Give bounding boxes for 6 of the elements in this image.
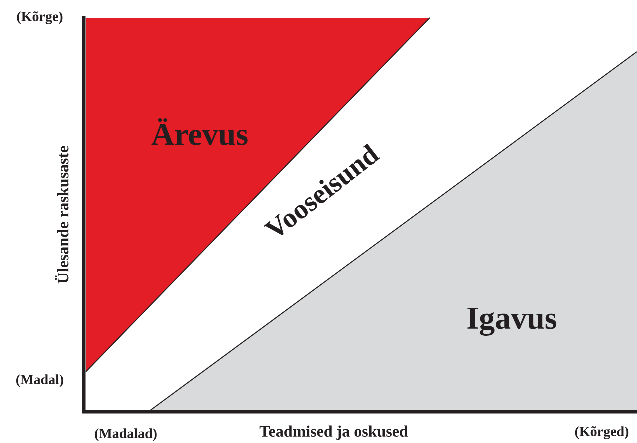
axis-label: (Madalad) xyxy=(95,428,157,442)
axis-label: (Madal) xyxy=(16,374,64,388)
axis-label: Ülesande raskusaste xyxy=(55,146,69,284)
axis-label: Teadmised ja oskused xyxy=(260,426,408,440)
axis-label: (Kõrge) xyxy=(17,12,63,24)
axis-label: (Kõrged) xyxy=(575,426,629,440)
